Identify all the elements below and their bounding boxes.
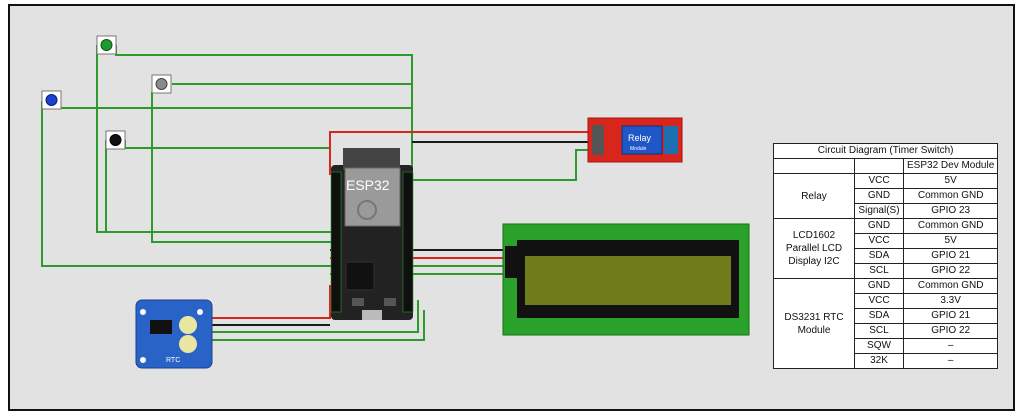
table-header-gpio: ESP32 Dev Module <box>902 158 999 174</box>
esp32-board: ESP32 <box>330 148 414 320</box>
table-header-empty-1 <box>773 158 855 174</box>
table-cell-pin: GND <box>854 278 904 294</box>
group-name-rtc-line-2: Module <box>797 324 831 336</box>
table-cell-gpio: Common GND <box>902 218 999 234</box>
wire-black-button-1 <box>124 140 330 149</box>
group-name-lcd-line-1: LCD1602 <box>792 230 836 241</box>
wire-gray-button-2 <box>151 92 412 243</box>
wire-rtc-vcc <box>205 285 331 319</box>
table-cell-gpio: – <box>902 338 999 354</box>
table-cell-gpio: Common GND <box>902 188 999 204</box>
table-title: Circuit Diagram (Timer Switch) <box>772 143 999 159</box>
table-cell-pin: 32K <box>854 353 904 369</box>
wire-relay-vcc <box>329 131 590 175</box>
table-cell-gpio: GPIO 22 <box>902 263 999 279</box>
rtc-label: RTC <box>166 357 180 364</box>
group-name-lcd: LCD1602 Parallel LCD Display I2C <box>773 218 855 279</box>
table-header-empty-2 <box>854 158 904 174</box>
ds3231-rtc-module: RTC <box>135 299 213 369</box>
table-cell-pin: SCL <box>854 323 904 339</box>
black-push-button <box>105 130 126 150</box>
group-name-relay: Relay <box>773 173 855 219</box>
table-cell-pin: GND <box>854 218 904 234</box>
table-cell-gpio: Common GND <box>902 278 999 294</box>
blue-push-button <box>41 90 62 110</box>
table-cell-gpio: GPIO 21 <box>902 248 999 264</box>
table-cell-pin: SCL <box>854 263 904 279</box>
table-cell-pin: SQW <box>854 338 904 354</box>
table-cell-gpio: GPIO 23 <box>902 203 999 219</box>
group-name-rtc-line-1: DS3231 RTC <box>784 311 844 323</box>
table-cell-pin: GND <box>854 188 904 204</box>
wire-rtc-scl <box>205 310 425 341</box>
table-cell-gpio: GPIO 22 <box>902 323 999 339</box>
table-cell-pin: VCC <box>854 233 904 249</box>
wire-rtc-sda <box>205 300 419 333</box>
esp32-header-right <box>402 171 414 313</box>
table-cell-pin: VCC <box>854 173 904 189</box>
lcd1602-display <box>502 223 750 336</box>
table-cell-gpio: 5V <box>902 233 999 249</box>
table-cell-gpio: 5V <box>902 173 999 189</box>
table-cell-pin: Signal(S) <box>854 203 904 219</box>
relay-module: Relay Module <box>587 117 683 163</box>
table-cell-pin: SDA <box>854 248 904 264</box>
green-push-button <box>96 35 117 55</box>
table-cell-pin: SDA <box>854 308 904 324</box>
group-name-rtc: DS3231 RTC Module <box>773 278 855 369</box>
table-cell-gpio: 3.3V <box>902 293 999 309</box>
esp32-header-left <box>330 171 342 313</box>
gray-push-button <box>151 74 172 94</box>
pin-mapping-table: Circuit Diagram (Timer Switch) ESP32 Dev… <box>772 143 999 369</box>
group-name-lcd-line-3: Display I2C <box>788 256 840 267</box>
esp32-label: ESP32 <box>346 177 390 193</box>
relay-label: Relay <box>628 133 652 143</box>
wire-blue-button-1 <box>59 101 412 109</box>
wire-relay-signal <box>412 149 590 181</box>
table-cell-gpio: GPIO 21 <box>902 308 999 324</box>
table-cell-gpio: – <box>902 353 999 369</box>
table-cell-pin: VCC <box>854 293 904 309</box>
group-name-lcd-line-2: Parallel LCD <box>785 243 843 254</box>
relay-sublabel: Module <box>630 146 647 152</box>
wire-blue-button-2 <box>41 101 330 267</box>
